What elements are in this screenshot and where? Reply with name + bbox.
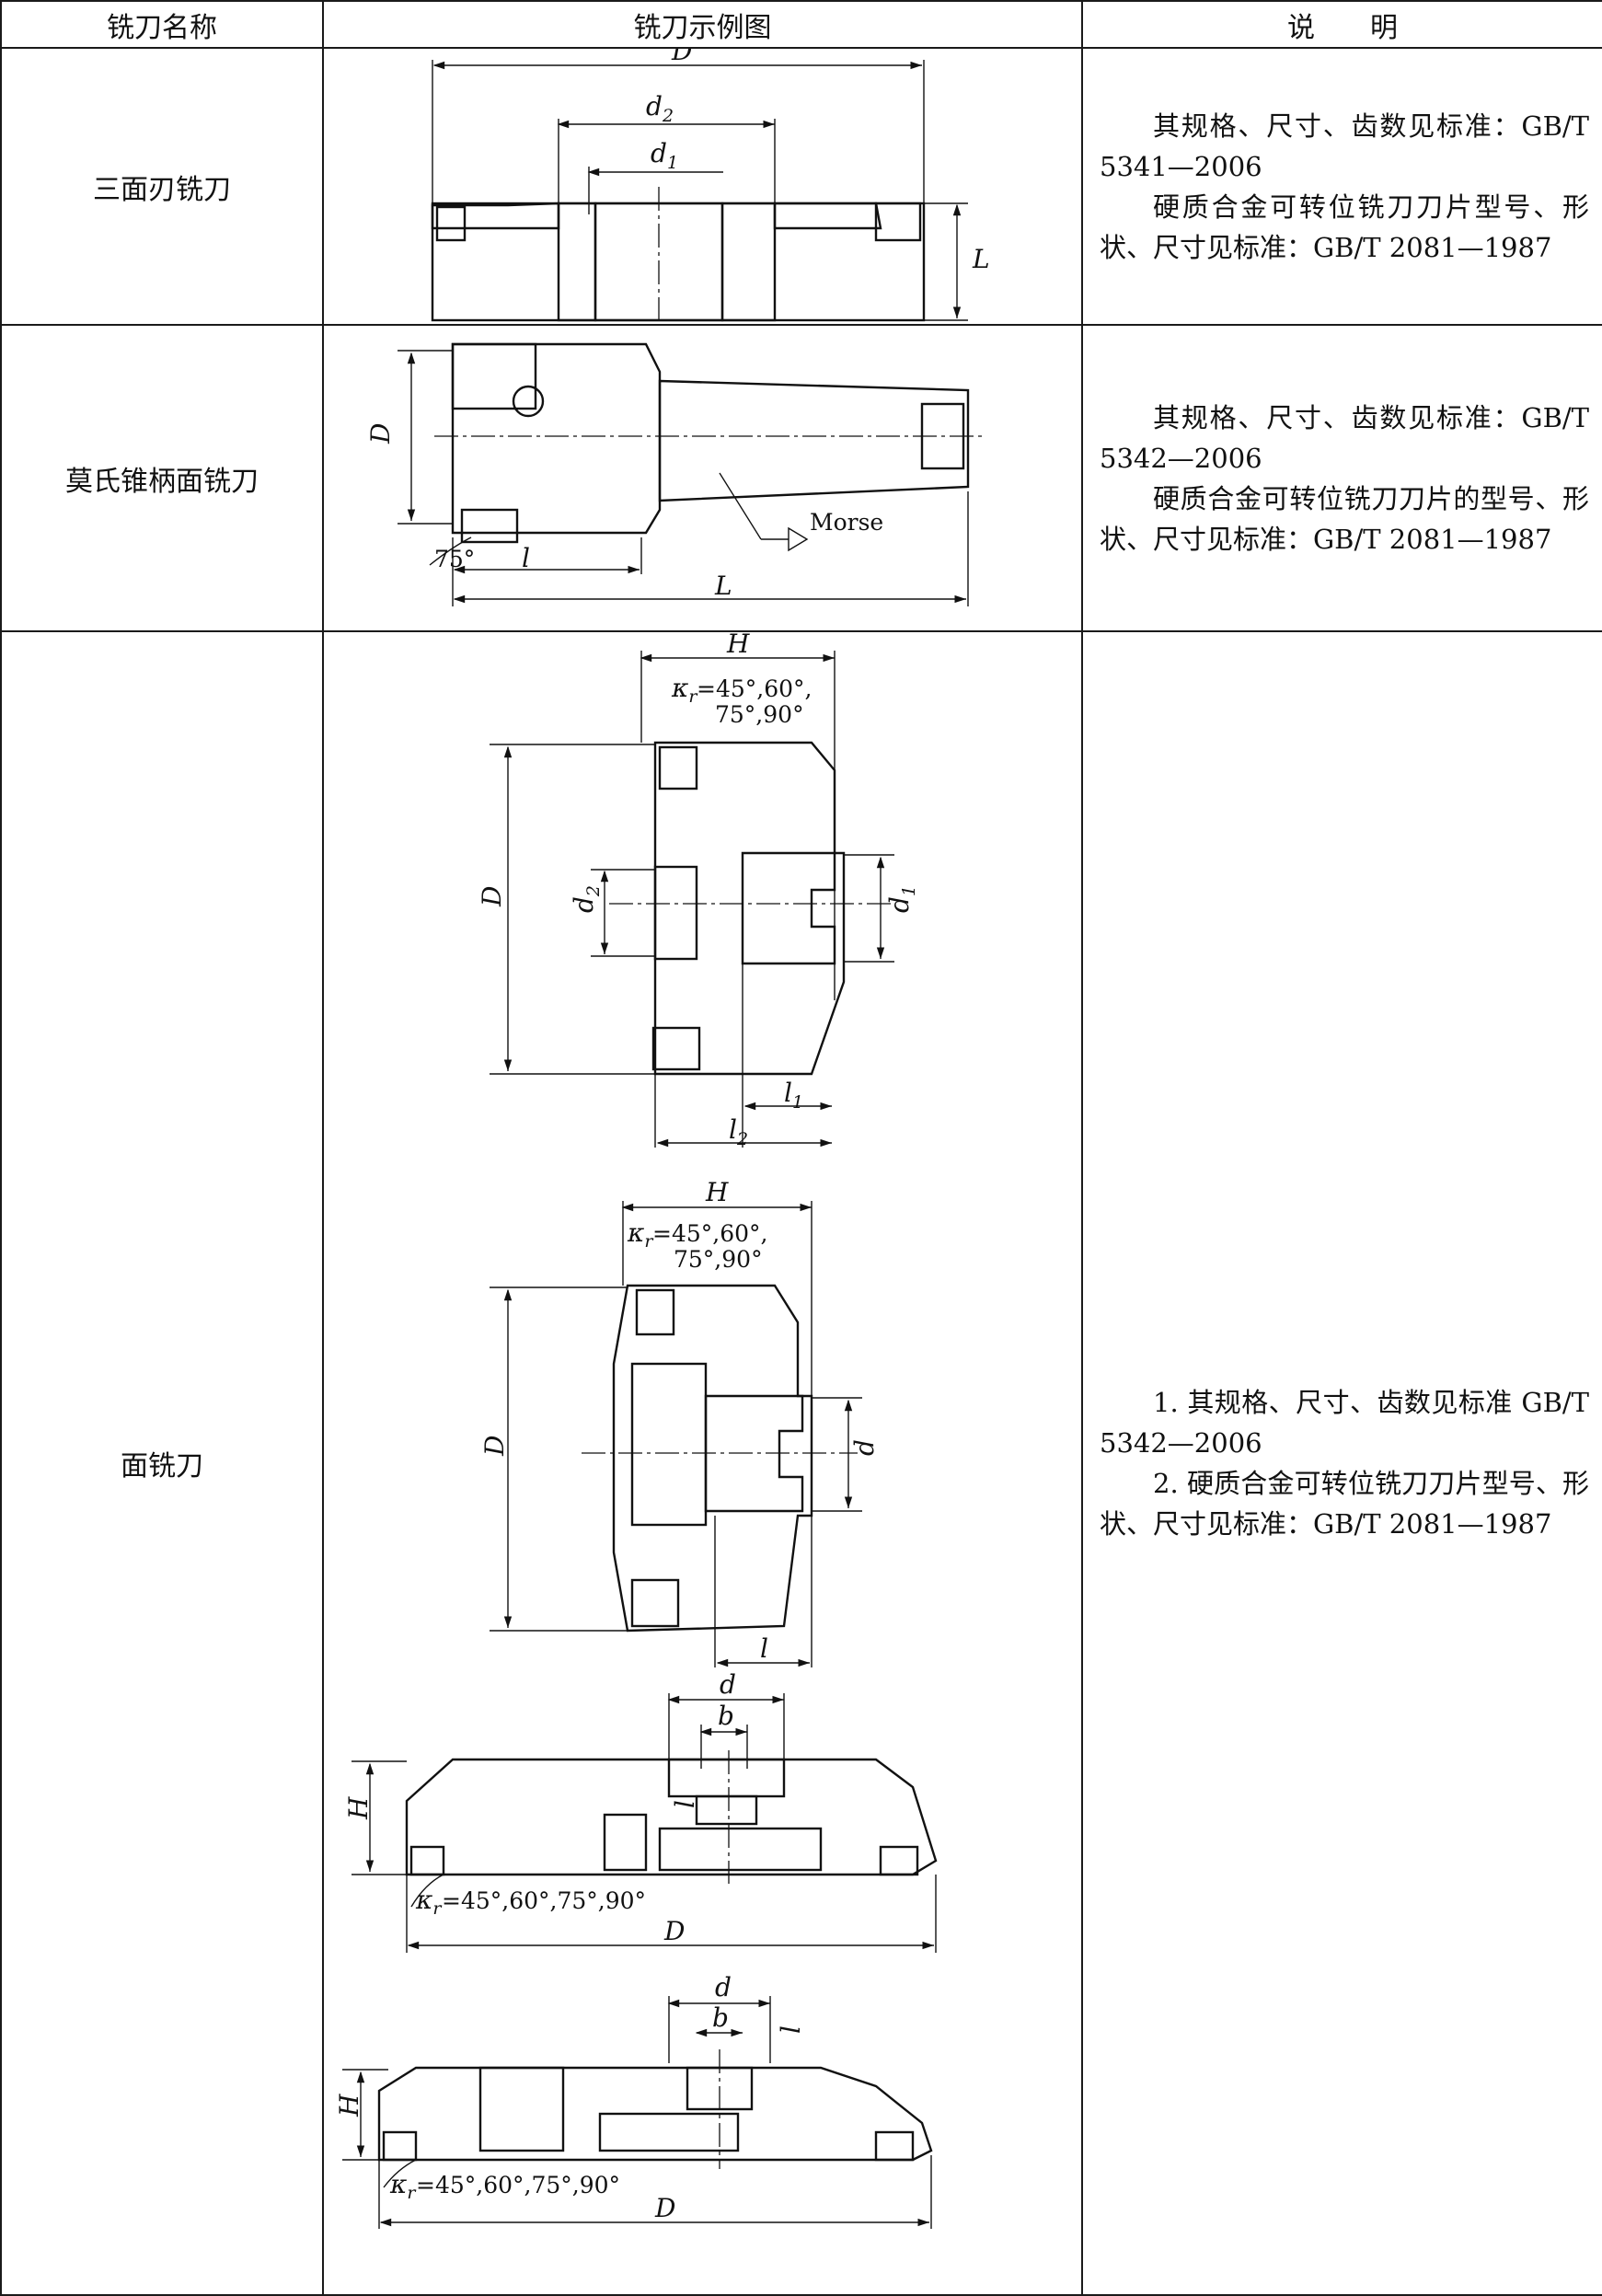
dim-label-D: D (663, 1916, 685, 1946)
cutter-notes: 其规格、尺寸、齿数见标准：GB/T 5341—2006 硬质合金可转位铣刀刀片型… (1081, 47, 1602, 326)
kr-label: κr (671, 673, 698, 707)
side-and-face-milling-cutter-drawing: D d2 d1 (431, 49, 990, 324)
cutter-figure: H κr =45°,60°, 75°,90° D (322, 630, 1083, 2296)
dim-label-H: H (343, 1796, 374, 1820)
dim-label-d: d (849, 1439, 880, 1456)
cutter-notes: 其规格、尺寸、齿数见标准：GB/T 5342—2006 硬质合金可转位铣刀刀片的… (1081, 324, 1602, 632)
dim-label-L: L (714, 571, 732, 601)
dim-label-l: l (522, 543, 530, 573)
kr-angles-line2: 75°,90° (674, 1246, 763, 1273)
note-insert-standard: 硬质合金可转位铣刀刀片的型号、形状、尺寸见标准：GB/T 2081—1987 (1100, 482, 1589, 555)
cutter-name: 莫氏锥柄面铣刀 (0, 324, 324, 632)
dim-label-l2: l2 (729, 1114, 748, 1149)
dim-label-H: H (726, 632, 750, 659)
header-cutter-figure: 铣刀示例图 (322, 0, 1083, 49)
angle-label: 75° (434, 546, 475, 572)
note-insert-standard: 硬质合金可转位铣刀刀片型号、形状、尺寸见标准：GB/T 2081—1987 (1100, 190, 1589, 263)
kr-angles: =45°,60°,75°,90° (442, 1887, 646, 1914)
kr-angles-line1: =45°,60°, (652, 1220, 767, 1247)
cutter-notes: 1. 其规格、尺寸、齿数见标准 GB/T 5342—2006 2. 硬质合金可转… (1081, 630, 1602, 2296)
face-mill-drawing-1: H κr =45°,60°, 75°,90° D (477, 632, 919, 1149)
kr-label: κr (627, 1217, 654, 1252)
table-row: 莫氏锥柄面铣刀 D (0, 324, 1602, 632)
note-standard: 1. 其规格、尺寸、齿数见标准 GB/T 5342—2006 (1100, 1387, 1589, 1459)
note-standard: 其规格、尺寸、齿数见标准：GB/T 5342—2006 (1100, 401, 1589, 474)
dim-label-d1: d1 (651, 138, 678, 173)
dim-label-d: d (715, 1972, 732, 2002)
cutter-name: 三面刃铣刀 (0, 47, 324, 326)
kr-label: κr (415, 1885, 443, 1919)
face-mill-drawing-2: H κr =45°,60°, 75°,90° D (479, 1177, 880, 1667)
dim-label-D: D (477, 886, 507, 907)
face-mill-figures: H κr =45°,60°, 75°,90° D (334, 632, 938, 2229)
header-cutter-name: 铣刀名称 (0, 0, 324, 49)
dim-label-l: l (760, 1633, 768, 1664)
face-mill-drawing-4: d b l H (334, 1972, 933, 2229)
dim-label-b: b (718, 1701, 734, 1731)
dim-label-l1: l1 (784, 1078, 803, 1113)
dim-label-D: D (654, 2193, 675, 2223)
cutter-name: 面铣刀 (0, 630, 324, 2296)
cutter-figure: D Morse 75° l L (322, 324, 1083, 632)
header-description: 说 明 (1081, 0, 1602, 49)
morse-label: Morse (810, 509, 883, 536)
dim-label-L: L (972, 244, 990, 274)
morse-taper-shank-face-mill-drawing: D Morse 75° l L (365, 342, 986, 606)
dim-label-d2: d2 (569, 885, 604, 913)
dim-label-b: b (712, 2002, 729, 2033)
table-row: 面铣刀 H κr =45°,60°, 75°,90° (0, 630, 1602, 2296)
table-header-row: 铣刀名称 铣刀示例图 说 明 (0, 0, 1602, 49)
kr-angles: =45°,60°,75°,90° (416, 2172, 620, 2198)
dim-label-H: H (705, 1177, 729, 1207)
dim-label-D: D (479, 1436, 510, 1457)
dim-label-D: D (671, 49, 692, 66)
dim-label-D: D (365, 423, 396, 444)
note-standard: 其规格、尺寸、齿数见标准：GB/T 5341—2006 (1100, 110, 1589, 182)
kr-label: κr (389, 2169, 417, 2203)
dim-label-d1: d1 (884, 885, 919, 913)
kr-angles-line1: =45°,60°, (697, 675, 812, 702)
dim-label-d2: d2 (646, 91, 674, 126)
table-row: 三面刃铣刀 D d2 d1 (0, 47, 1602, 326)
kr-angles-line2: 75°,90° (715, 701, 804, 728)
face-mill-drawing-3: d b l (343, 1669, 938, 1953)
dim-label-H: H (334, 2094, 364, 2117)
cutter-figure: D d2 d1 (322, 47, 1083, 326)
note-insert-standard: 2. 硬质合金可转位铣刀刀片型号、形状、尺寸见标准：GB/T 2081—1987 (1100, 1468, 1589, 1540)
dim-label-l: l (776, 2025, 806, 2034)
dim-label-l: l (670, 1800, 700, 1808)
dim-label-d: d (720, 1669, 736, 1700)
